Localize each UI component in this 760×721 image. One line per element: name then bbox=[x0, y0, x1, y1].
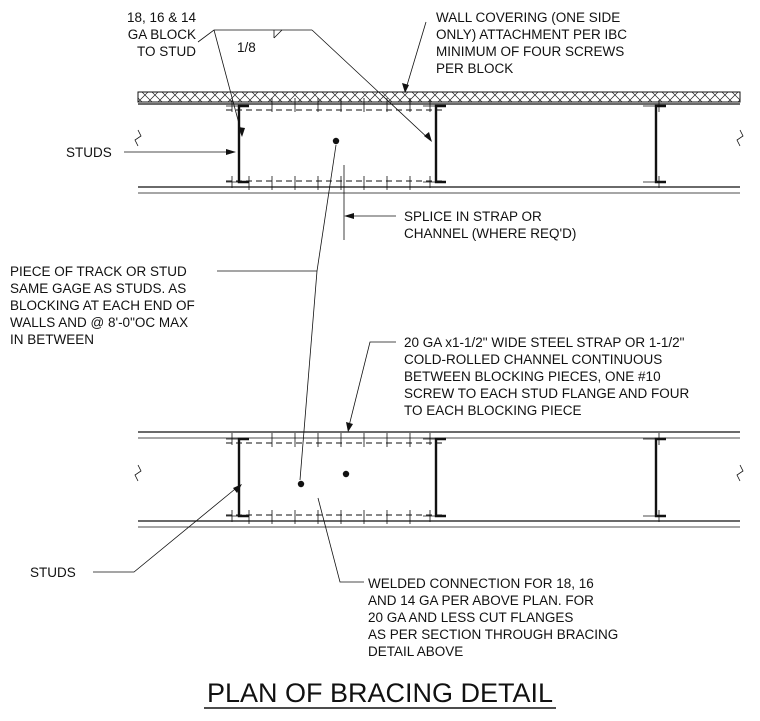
block-to-stud-leader bbox=[197, 29, 431, 141]
arrow-studs-lower bbox=[233, 484, 242, 493]
arrow-wall-covering bbox=[402, 83, 409, 93]
upper-break-left bbox=[134, 129, 142, 147]
lower-break-right bbox=[736, 464, 744, 482]
blocking-leader bbox=[217, 144, 337, 481]
lower-stud-3 bbox=[643, 433, 666, 522]
arrow-studs-upper bbox=[226, 149, 236, 155]
wall-covering-line-2: ONLY) ATTACHMENT PER IBC bbox=[436, 27, 627, 42]
blocking-piece-label: PIECE OF TRACK OR STUD SAME GAGE AS STUD… bbox=[10, 264, 195, 347]
weld-size-label: 1/8 bbox=[237, 40, 256, 55]
blocking-line-4: WALLS AND @ 8'-0"OC MAX bbox=[10, 315, 188, 330]
block-to-stud-line-1: 18, 16 & 14 bbox=[127, 10, 197, 25]
welded-leader bbox=[317, 497, 364, 583]
wall-covering-label: WALL COVERING (ONE SIDE ONLY) ATTACHMENT… bbox=[436, 10, 627, 76]
block-to-stud-line-3: TO STUD bbox=[137, 44, 196, 59]
blocking-line-1: PIECE OF TRACK OR STUD bbox=[10, 264, 187, 279]
welded-line-2: AND 14 GA PER ABOVE PLAN. FOR bbox=[368, 593, 594, 608]
leader-lines bbox=[93, 21, 431, 583]
lower-screw-ticks bbox=[248, 433, 411, 524]
upper-weld-dot bbox=[332, 137, 340, 145]
wall-covering-line-4: PER BLOCK bbox=[436, 61, 513, 76]
lower-weld-dot-2 bbox=[297, 480, 305, 488]
wall-covering-line-3: MINIMUM OF FOUR SCREWS bbox=[436, 44, 624, 59]
block-to-stud-label: 18, 16 & 14 GA BLOCK TO STUD bbox=[127, 10, 197, 59]
arrow-strap bbox=[346, 422, 353, 432]
leader-arrowheads bbox=[226, 83, 432, 493]
welded-line-4: AS PER SECTION THROUGH BRACING bbox=[368, 627, 618, 642]
welded-label: WELDED CONNECTION FOR 18, 16 AND 14 GA P… bbox=[368, 576, 618, 659]
lower-weld-dot-1 bbox=[342, 470, 350, 478]
blocking-line-2: SAME GAGE AS STUDS. AS bbox=[10, 281, 186, 296]
weld-symbol bbox=[273, 29, 283, 39]
welded-line-3: 20 GA AND LESS CUT FLANGES bbox=[368, 610, 573, 625]
upper-stud-2 bbox=[423, 100, 446, 188]
strap-leader bbox=[347, 341, 396, 431]
upper-screw-ticks bbox=[248, 98, 411, 190]
studs-lower-leader bbox=[93, 484, 241, 573]
blocking-line-5: IN BETWEEN bbox=[10, 332, 94, 347]
lower-wall-plan bbox=[134, 431, 744, 528]
arrow-splice bbox=[344, 213, 354, 219]
welded-line-5: DETAIL ABOVE bbox=[368, 644, 463, 659]
strap-line-3: BETWEEN BLOCKING PIECES, ONE #10 bbox=[404, 369, 661, 384]
wall-covering-line-1: WALL COVERING (ONE SIDE bbox=[436, 10, 620, 25]
strap-line-1: 20 GA x1-1/2" WIDE STEEL STRAP OR 1-1/2" bbox=[404, 335, 685, 350]
upper-stud-3 bbox=[643, 100, 666, 188]
strap-line-2: COLD-ROLLED CHANNEL CONTINUOUS bbox=[404, 352, 662, 367]
strap-line-4: SCREW TO EACH STUD FLANGE AND FOUR bbox=[404, 386, 690, 401]
splice-label: SPLICE IN STRAP OR CHANNEL (WHERE REQ'D) bbox=[404, 209, 576, 241]
splice-line-2: CHANNEL (WHERE REQ'D) bbox=[404, 226, 576, 241]
lower-stud-2 bbox=[423, 433, 446, 522]
lower-break-left bbox=[134, 464, 142, 482]
drawing-title: PLAN OF BRACING DETAIL bbox=[207, 678, 553, 708]
wall-covering-leader bbox=[404, 21, 427, 93]
lower-stud-1 bbox=[226, 433, 249, 522]
arrow-covering-stud2 bbox=[424, 132, 432, 142]
wall-covering bbox=[137, 91, 741, 103]
strap-line-5: TO EACH BLOCKING PIECE bbox=[404, 403, 582, 418]
blocking-line-3: BLOCKING AT EACH END OF bbox=[10, 298, 195, 313]
strap-label: 20 GA x1-1/2" WIDE STEEL STRAP OR 1-1/2"… bbox=[404, 335, 690, 418]
arrow-block-to-stud bbox=[238, 127, 245, 137]
upper-break-right bbox=[736, 129, 744, 147]
welded-line-1: WELDED CONNECTION FOR 18, 16 bbox=[368, 576, 594, 591]
studs-upper-label: STUDS bbox=[66, 145, 112, 160]
block-to-stud-line-2: GA BLOCK bbox=[128, 27, 196, 42]
upper-stud-1 bbox=[226, 100, 249, 188]
upper-wall-plan bbox=[134, 91, 744, 240]
studs-lower-label: STUDS bbox=[30, 565, 76, 580]
splice-line-1: SPLICE IN STRAP OR bbox=[404, 209, 542, 224]
